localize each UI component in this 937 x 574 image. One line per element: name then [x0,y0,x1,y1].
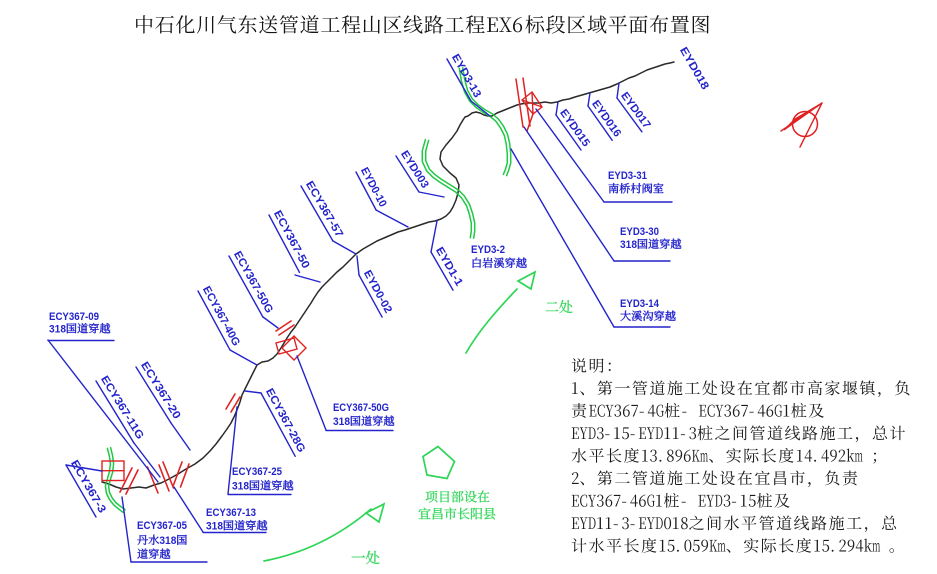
svg-text:318: 318 [49,324,66,336]
svg-text:318: 318 [232,481,249,493]
svg-text:318: 318 [159,535,176,547]
svg-text:318: 318 [206,521,223,533]
svg-text:ECY367-13: ECY367-13 [206,507,256,519]
svg-text:318: 318 [333,416,350,428]
svg-text:ECY367-25: ECY367-25 [232,466,282,478]
svg-text:ECY367-05: ECY367-05 [137,520,187,532]
svg-text:EYD3-14: EYD3-14 [620,298,660,310]
svg-text:EYD3-30: EYD3-30 [620,226,659,238]
svg-text:EYD3-31: EYD3-31 [608,170,647,182]
svg-text:EYD3-2: EYD3-2 [471,244,505,256]
svg-text:ECY367-09: ECY367-09 [49,311,99,323]
svg-text:ECY367-50G: ECY367-50G [333,402,389,414]
svg-text:318: 318 [620,239,637,251]
